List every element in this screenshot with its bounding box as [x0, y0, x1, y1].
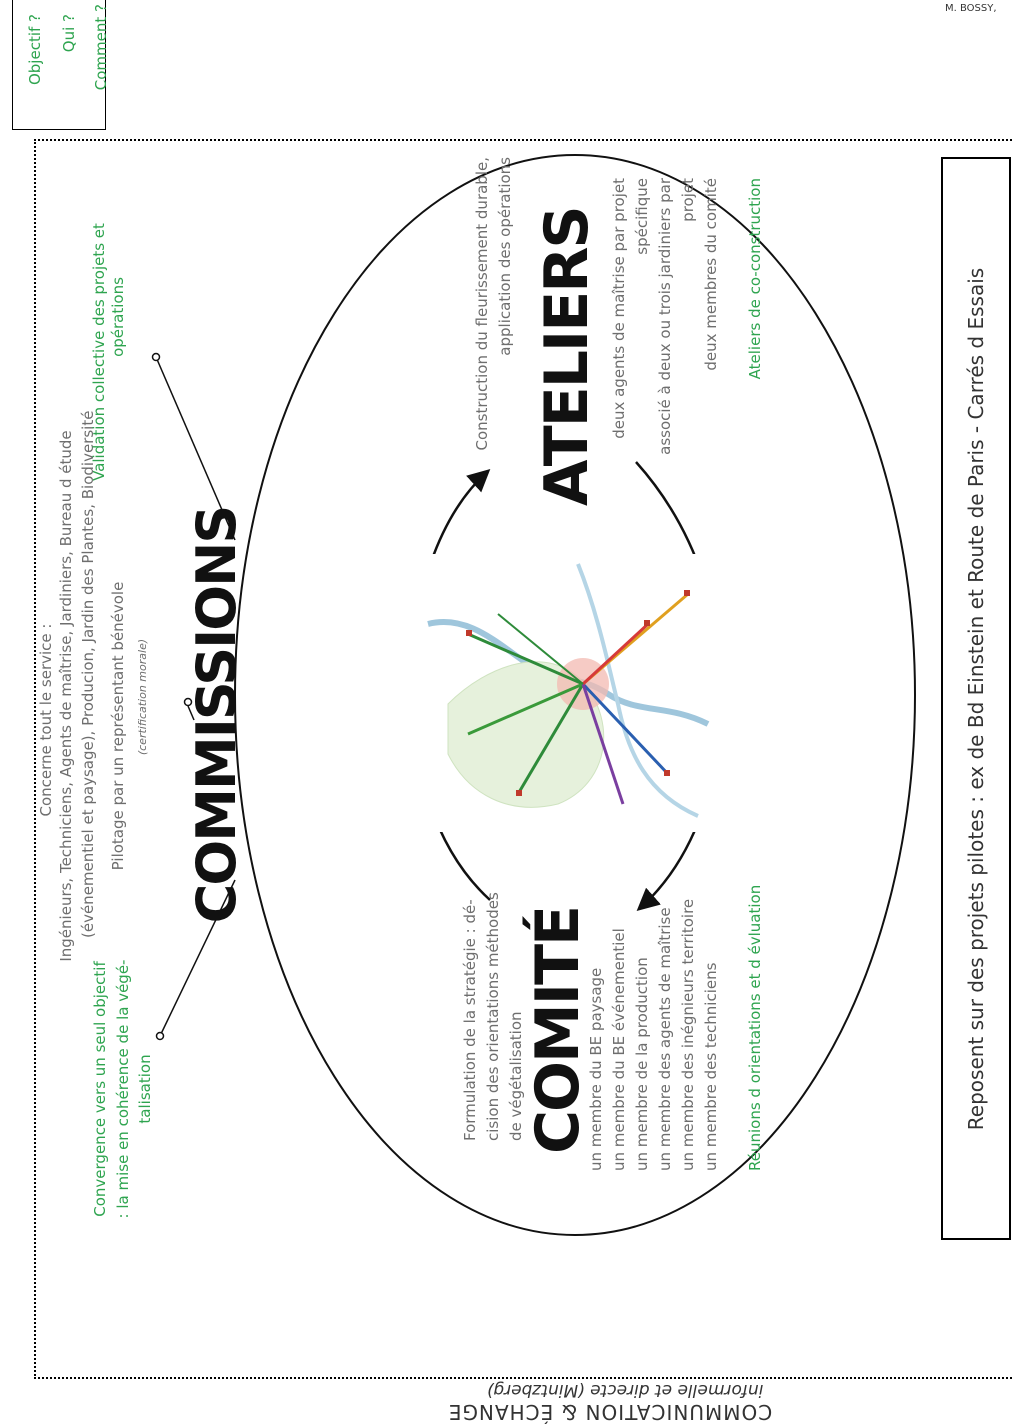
commissions-validation-2: opérations — [109, 277, 127, 357]
ateliers-member-3: associé à deux ou trois jardiniers par — [656, 178, 674, 455]
ateliers-member-1: deux agents de maîtrise par projet — [610, 178, 628, 439]
commissions-members-1: Ingénieurs, Techniciens, Agents de maîtr… — [57, 430, 75, 962]
commissions-pilot: Pilotage par un représentant bénévole — [109, 581, 127, 871]
connector-bottom — [159, 879, 236, 1037]
ateliers-member-4: projet — [679, 178, 697, 222]
questions-box — [12, 0, 106, 130]
commissions-convergence-2: : la mise en cohérence de la végé- — [114, 959, 132, 1219]
footer-title: COMMUNICATION & ÉCHANGE — [447, 1400, 773, 1424]
connector-top — [155, 356, 236, 541]
comite-member-4: un membre des agents de maîtrise — [656, 907, 674, 1171]
territory-map — [408, 554, 733, 832]
commissions-concerns: Concerne tout le service : — [37, 623, 55, 817]
comite-title: COMITÉ — [523, 907, 593, 1154]
ateliers-desc-2: application des opérations — [496, 157, 514, 356]
ateliers-note: Ateliers de co-construction — [746, 178, 764, 380]
commissions-convergence-3: talisation — [136, 1054, 154, 1124]
ateliers-desc-1: Construction du fleurissement durable, — [473, 157, 491, 451]
commissions-certification: (certification morale) — [136, 638, 149, 756]
ateliers-member-2: spécifique — [633, 178, 651, 255]
comite-desc-1: Formulation de la stratégie : dé- — [461, 899, 479, 1141]
outer-ellipse — [234, 154, 916, 1236]
ateliers-title: ATELIERS — [532, 207, 602, 506]
comite-note: Réunions d orientations et d évluation — [746, 884, 764, 1171]
dotted-frame — [34, 139, 1012, 1379]
comite-member-5: un membre des inégnieurs territoire — [679, 898, 697, 1171]
footer-subtitle: informelle et directe (Mintzberg) — [486, 1380, 764, 1400]
comite-desc-2: cision des orientations méthodes — [484, 892, 502, 1141]
author-label: M. BOSSY, — [945, 3, 997, 14]
comite-member-6: un membre des techniciens — [702, 962, 720, 1171]
pilot-projects-banner — [941, 157, 1011, 1240]
comite-member-1: un membre du BE paysage — [587, 967, 605, 1171]
commissions-title: COMMISSIONS — [185, 506, 248, 924]
commissions-convergence-1: Convergence vers un seul objectif — [91, 961, 109, 1217]
comite-member-3: un membre de la production — [633, 957, 651, 1171]
commissions-members-2: (événementiel et paysage), Producion, Ja… — [79, 410, 97, 938]
comite-member-2: un membre du BE événementiel — [610, 928, 628, 1171]
ateliers-member-5: deux membres du comité — [702, 178, 720, 371]
